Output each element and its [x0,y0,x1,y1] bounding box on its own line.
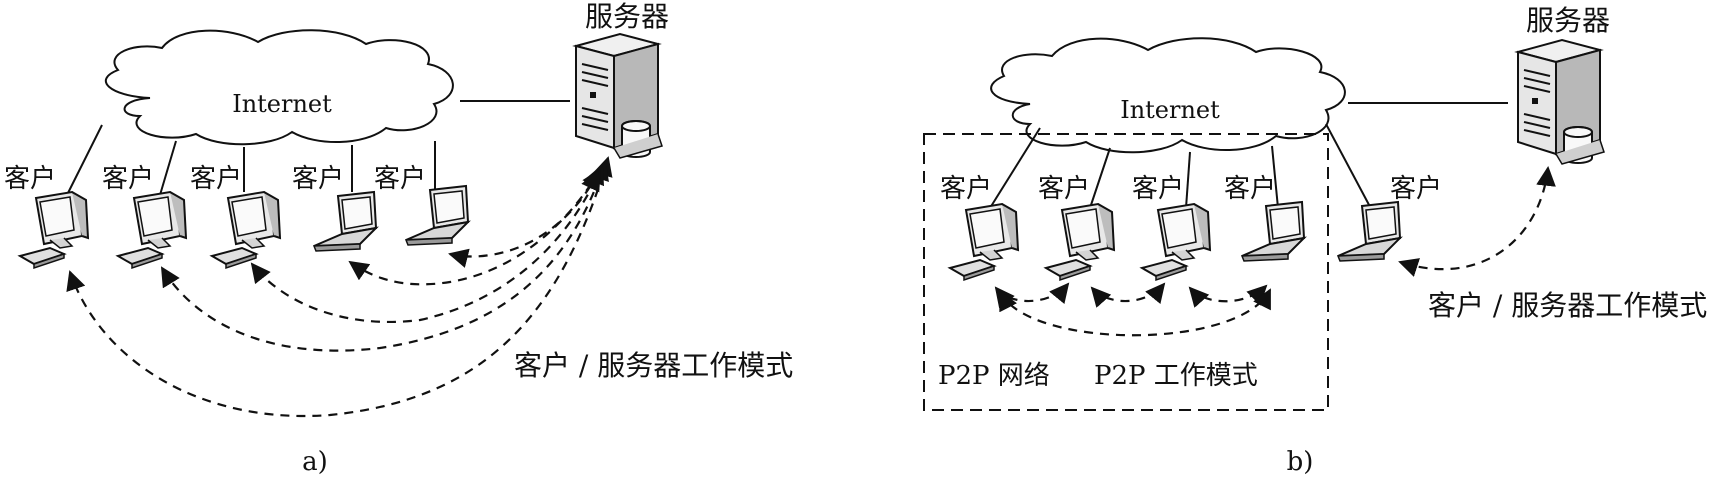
panel-b: Internet 客户 客户 客户 客户 客户 服务器 [923,4,1707,477]
client-link-a-2 [159,140,177,196]
p2p-arcs [994,282,1271,337]
client-link-a-1 [67,124,103,194]
client-link-b-4 [1271,145,1279,209]
desktop-icon-a-3 [211,191,281,269]
desktop-icon-a-1 [19,191,89,269]
cs-arc-a-5 [448,170,600,268]
caption-b: b) [1287,447,1314,477]
client-links-b [989,123,1377,219]
client-label-b-1: 客户 [940,174,992,204]
client-label-b-3: 客户 [1132,174,1184,204]
internet-cloud-a [104,29,454,146]
p2p-arc-4 [999,288,1271,337]
cs-mode-label-b: 客户 / 服务器工作模式 [1428,289,1707,322]
cs-arc-b [1398,166,1556,277]
client-link-b-3 [1185,151,1191,209]
server-icon-b [1517,39,1605,165]
laptop-icon-b-4 [1241,201,1305,262]
cs-arc-a-2 [160,160,609,352]
desktop-icon-b-1 [949,203,1019,281]
desktop-icon-a-2 [117,191,187,269]
client-link-b-1 [989,127,1041,209]
server-label-b: 服务器 [1526,4,1610,37]
desktop-icon-b-2 [1045,203,1115,281]
client-label-a-2: 客户 [102,164,154,194]
client-label-a-1: 客户 [4,164,56,194]
client-label-a-5: 客户 [374,164,426,194]
internet-label-b: Internet [1120,96,1220,124]
p2p-arc-1 [994,282,1070,309]
client-label-b-5: 客户 [1390,174,1442,204]
caption-a: a) [302,447,328,477]
p2p-network-label: P2P 网络 [938,361,1050,391]
client-label-a-4: 客户 [292,164,344,194]
client-label-b-4: 客户 [1224,174,1276,204]
panel-a: Internet 客户 客户 客户 客户 客户 服务器 [4,0,793,477]
laptop-icon-a-4 [313,191,377,252]
laptop-icon-b-5 [1337,201,1401,262]
server-icon-a [575,33,663,159]
client-link-b-2 [1089,147,1111,209]
internet-cloud-b [990,37,1346,154]
p2p-arc-2 [1090,282,1166,308]
p2p-network-boundary [923,133,1329,411]
client-label-b-2: 客户 [1038,174,1090,204]
client-label-a-3: 客户 [190,164,242,194]
p2p-mode-label: P2P 工作模式 [1094,361,1258,391]
client-server-arcs-a [66,156,613,418]
cs-mode-label-a: 客户 / 服务器工作模式 [514,349,793,382]
p2p-arc-3 [1188,284,1268,308]
laptop-icon-a-5 [405,185,469,246]
desktop-icon-b-3 [1141,203,1211,281]
server-label-a: 服务器 [585,0,669,33]
client-link-b-5 [1325,123,1377,219]
internet-label-a: Internet [232,90,332,118]
